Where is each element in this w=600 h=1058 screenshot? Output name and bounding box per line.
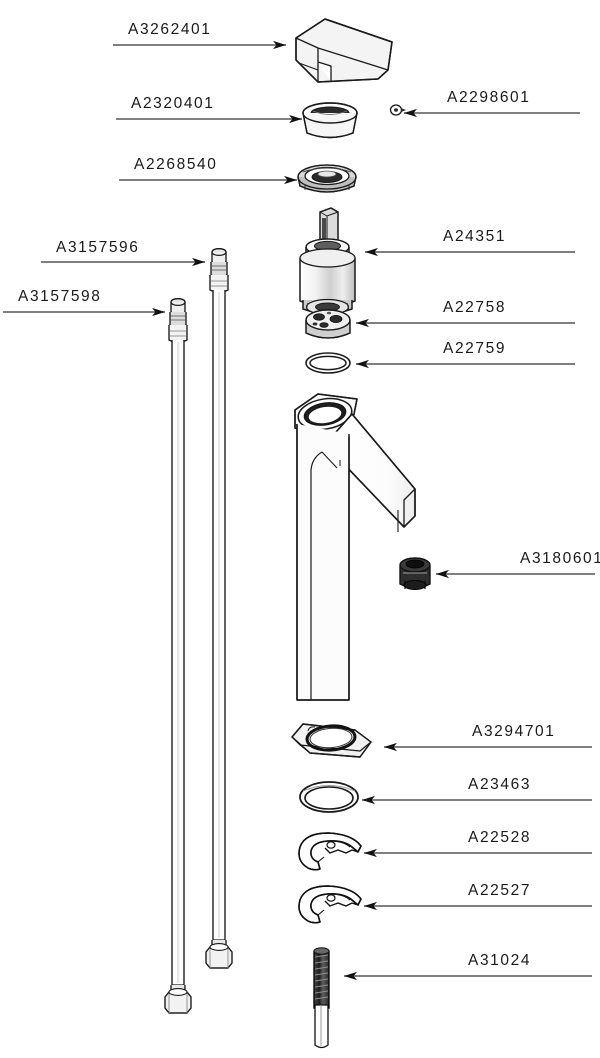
part-label-A3157596: A3157596 [56, 239, 140, 256]
part-drawing-lever-handle [295, 18, 393, 83]
part-drawing-supply-hose-long [205, 248, 233, 969]
part-drawing-c-clip-upper [298, 832, 362, 871]
part-drawing-seal-plate [305, 309, 351, 339]
part-drawing-aerator-bushing [399, 557, 431, 590]
part-drawing-washer-ring [299, 781, 359, 813]
part-label-A3157598: A3157598 [18, 288, 102, 305]
part-label-A2320401: A2320401 [131, 95, 215, 112]
part-label-A23463: A23463 [468, 776, 532, 793]
part-label-A31024: A31024 [468, 952, 532, 969]
part-label-A22758: A22758 [443, 299, 507, 316]
part-label-A2268540: A2268540 [134, 156, 218, 173]
part-drawing-base-gasket-plate [291, 723, 372, 758]
part-drawing-retaining-nut [297, 164, 357, 193]
part-drawing-handle-cap-ring [302, 102, 358, 139]
part-label-A2298601: A2298601 [447, 89, 531, 106]
leader-lines-group [3, 40, 595, 981]
part-drawing-faucet-body [294, 393, 416, 701]
part-label-A22527: A22527 [468, 882, 532, 899]
part-label-A3262401: A3262401 [128, 21, 212, 38]
part-drawing-o-ring [305, 352, 351, 374]
part-label-A22759: A22759 [443, 340, 507, 357]
part-drawing-mounting-stud [313, 947, 330, 1049]
part-label-A24351: A24351 [443, 228, 507, 245]
part-drawing-set-screw [389, 104, 406, 116]
part-drawing-mixer-cartridge [299, 207, 356, 316]
part-label-A3180601: A3180601 [520, 550, 600, 567]
part-drawing-supply-hose-short [164, 298, 192, 1014]
part-label-A22528: A22528 [468, 829, 532, 846]
part-drawing-c-clip-lower [298, 885, 362, 924]
part-label-A3294701: A3294701 [472, 723, 556, 740]
